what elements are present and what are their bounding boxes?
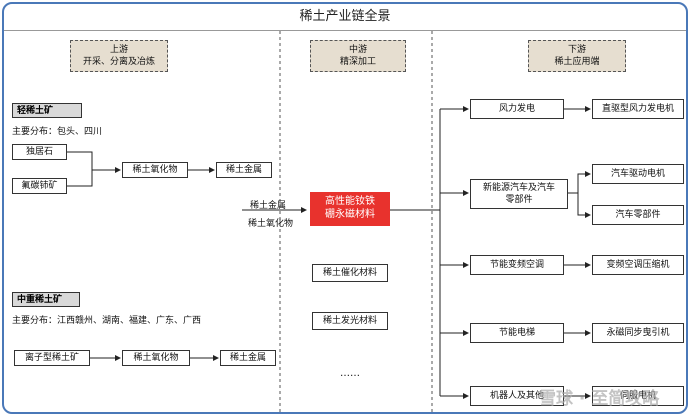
mid-input-metal: 稀土金属 xyxy=(250,201,287,211)
app-inverter-ac: 节能变频空调 xyxy=(470,255,564,275)
product-drive-motor: 汽车驱动电机 xyxy=(592,164,684,184)
upstream-header: 上游 开采、分离及冶炼 xyxy=(70,40,168,72)
app-nev-line-1: 新能源汽车及汽车 xyxy=(482,183,555,193)
product-servo-motor: 伺服电机 xyxy=(592,386,684,406)
light-oxide-box: 稀土氧化物 xyxy=(122,162,188,178)
downstream-header-title: 下游 xyxy=(567,45,586,55)
upstream-header-title: 上游 xyxy=(109,45,128,55)
downstream-header: 下游 稀土应用端 xyxy=(528,40,626,72)
connector-monazite xyxy=(67,151,93,170)
downstream-header-subtitle: 稀土应用端 xyxy=(554,57,600,67)
ndfeb-magnet-box: 高性能钕铁 硼永磁材料 xyxy=(310,192,390,226)
product-direct-drive-generator: 直驱型风力发电机 xyxy=(592,99,684,119)
product-auto-parts: 汽车零部件 xyxy=(592,205,684,225)
connector-layer xyxy=(67,31,591,412)
heavy-metal-box: 稀土金属 xyxy=(220,350,276,366)
connector-ev-split-2 xyxy=(577,193,591,218)
ore-monazite: 独居石 xyxy=(12,144,67,160)
app-elevator: 节能电梯 xyxy=(470,323,564,343)
heavy-ore-distribution: 主要分布：江西赣州、湖南、福建、广东、广西 xyxy=(12,316,202,326)
more-ellipsis: …… xyxy=(340,368,360,379)
ionic-ore-box: 离子型稀土矿 xyxy=(14,350,90,366)
app-nev-parts: 新能源汽车及汽车 零部件 xyxy=(470,179,568,209)
upstream-header-subtitle: 开采、分离及冶炼 xyxy=(82,57,155,67)
ndfeb-line-2: 硼永磁材料 xyxy=(325,209,375,220)
app-wind-power: 风力发电 xyxy=(470,99,564,119)
diagram-frame: 稀土产业链全景 xyxy=(2,2,688,414)
product-inverter-compressor: 变频空调压缩机 xyxy=(592,255,684,275)
ndfeb-line-1: 高性能钕铁 xyxy=(325,196,375,207)
connector-bastnaesite xyxy=(67,170,93,187)
heavy-oxide-box: 稀土氧化物 xyxy=(122,350,190,366)
app-nev-line-2: 零部件 xyxy=(505,195,533,205)
mid-input-oxide: 稀土氧化物 xyxy=(248,219,294,229)
connector-ev-split xyxy=(568,171,591,194)
ore-bastnaesite: 氟碳铈矿 xyxy=(12,178,67,194)
midstream-header-subtitle: 精深加工 xyxy=(339,57,376,67)
app-robot: 机器人及其他 xyxy=(470,386,564,406)
light-ore-label: 轻稀土矿 xyxy=(12,103,82,118)
midstream-header-title: 中游 xyxy=(348,45,367,55)
catalyst-material-box: 稀土催化材料 xyxy=(312,264,388,282)
light-ore-distribution: 主要分布：包头、四川 xyxy=(12,127,103,137)
product-traction-machine: 永磁同步曳引机 xyxy=(592,323,684,343)
light-metal-box: 稀土金属 xyxy=(216,162,272,178)
heavy-ore-label: 中重稀土矿 xyxy=(12,292,80,307)
diagram-title: 稀土产业链全景 xyxy=(4,4,686,31)
midstream-header: 中游 精深加工 xyxy=(310,40,406,72)
watermark: 雪球 · 至简攻略 xyxy=(539,389,660,409)
luminescent-material-box: 稀土发光材料 xyxy=(312,312,388,330)
